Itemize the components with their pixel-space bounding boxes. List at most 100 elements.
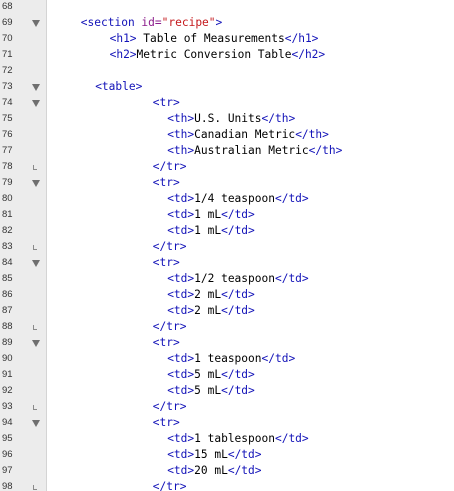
- code-line[interactable]: 98</tr>: [0, 479, 454, 491]
- code-text: <h1> Table of Measurements</h1>: [110, 31, 319, 47]
- html-tag-token: <td>: [167, 224, 195, 237]
- html-tag-token: <td>: [167, 464, 195, 477]
- line-number: 80: [2, 193, 13, 204]
- code-text: </tr>: [153, 319, 187, 335]
- html-tag-token: <td>: [167, 208, 195, 221]
- html-tag-token: </td>: [221, 384, 255, 397]
- code-line[interactable]: 69<section id="recipe">: [0, 15, 454, 31]
- code-line[interactable]: 95<td>1 tablespoon</td>: [0, 431, 454, 447]
- code-line[interactable]: 74<tr>: [0, 95, 454, 111]
- line-number: 97: [2, 465, 13, 476]
- code-line[interactable]: 96 <td>15 mL</td>: [0, 447, 454, 463]
- html-tag-token: </td>: [274, 272, 309, 285]
- code-text: <tr>: [153, 255, 180, 271]
- html-tag-token: <td>: [167, 448, 195, 461]
- code-line[interactable]: 94 <tr>: [0, 415, 454, 431]
- code-line[interactable]: 79<tr>: [0, 175, 454, 191]
- line-number: 87: [2, 305, 13, 316]
- attribute-name-token: id=: [141, 16, 162, 29]
- code-text: <table>: [95, 79, 142, 95]
- attribute-value-token: "recipe": [161, 16, 216, 29]
- code-line[interactable]: 90<td>1 teaspoon</td>: [0, 351, 454, 367]
- fold-triangle-down-icon[interactable]: [29, 95, 43, 111]
- fold-triangle-down-icon[interactable]: [29, 415, 43, 431]
- line-number: 96: [2, 449, 13, 460]
- line-number: 86: [2, 289, 13, 300]
- code-text: <tr>: [153, 415, 180, 431]
- code-line[interactable]: 81<td>1 mL</td>: [0, 207, 454, 223]
- html-tag-token: </td>: [274, 432, 309, 445]
- line-number: 84: [2, 257, 13, 268]
- code-text: <section id="recipe">: [81, 15, 222, 31]
- line-number: 94: [2, 417, 13, 428]
- code-line[interactable]: 97<td>20 mL</td>: [0, 463, 454, 479]
- code-text: <td>15 mL</td>: [167, 447, 261, 463]
- code-line[interactable]: 68: [0, 0, 454, 15]
- code-line[interactable]: 87<td>2 mL</td>: [0, 303, 454, 319]
- code-text: <td>1 mL</td>: [167, 207, 255, 223]
- fold-triangle-down-icon[interactable]: [29, 15, 43, 31]
- code-line[interactable]: 78</tr>: [0, 159, 454, 175]
- line-number: 92: [2, 385, 13, 396]
- line-number: 89: [2, 337, 13, 348]
- html-tag-token: <td>: [167, 288, 195, 301]
- code-line[interactable]: 86 <td>2 mL</td>: [0, 287, 454, 303]
- fold-end-marker-icon: [29, 399, 43, 415]
- code-line[interactable]: 83</tr>: [0, 239, 454, 255]
- fold-triangle-down-icon[interactable]: [29, 175, 43, 191]
- fold-triangle-down-icon[interactable]: [29, 255, 43, 271]
- html-tag-token: <td>: [167, 352, 195, 365]
- code-text: <td>5 mL</td>: [167, 383, 255, 399]
- code-text: <tr>: [153, 95, 180, 111]
- code-line[interactable]: 71<h2>Metric Conversion Table</h2>: [0, 47, 454, 63]
- html-tag-token: </td>: [221, 224, 255, 237]
- line-number: 77: [2, 145, 13, 156]
- text-token: 15 mL: [194, 448, 228, 461]
- code-line[interactable]: 73<table>: [0, 79, 454, 95]
- code-line[interactable]: 72: [0, 63, 454, 79]
- code-line[interactable]: 82<td>1 mL</td>: [0, 223, 454, 239]
- html-tag-token: </td>: [274, 192, 309, 205]
- html-tag-token: </td>: [221, 288, 255, 301]
- code-line[interactable]: 75<th>U.S. Units</th>: [0, 111, 454, 127]
- code-line[interactable]: 85<td>1/2 teaspoon</td>: [0, 271, 454, 287]
- code-text: </tr>: [153, 239, 187, 255]
- text-token: 1 mL: [194, 208, 222, 221]
- html-tag-token: </tr>: [152, 480, 187, 491]
- code-text: <h2>Metric Conversion Table</h2>: [110, 47, 326, 63]
- code-text: <td>2 mL</td>: [167, 287, 255, 303]
- code-text: <tr>: [153, 335, 180, 351]
- code-text: <td>1 tablespoon</td>: [167, 431, 308, 447]
- html-tag-token: <section: [80, 16, 142, 29]
- html-tag-token: >: [215, 16, 223, 29]
- code-line[interactable]: 77 <th>Australian Metric</th>: [0, 143, 454, 159]
- code-line[interactable]: 91<td>5 mL</td>: [0, 367, 454, 383]
- line-number: 68: [2, 1, 13, 12]
- fold-end-marker-icon: [29, 159, 43, 175]
- code-text: </tr>: [153, 159, 187, 175]
- code-line[interactable]: 88</tr>: [0, 319, 454, 335]
- code-line[interactable]: 89 <tr>: [0, 335, 454, 351]
- text-token: 20 mL: [194, 464, 228, 477]
- fold-triangle-down-icon[interactable]: [29, 335, 43, 351]
- html-tag-token: </th>: [295, 128, 329, 141]
- html-tag-token: </th>: [261, 112, 296, 125]
- code-line[interactable]: 80<td>1/4 teaspoon</td>: [0, 191, 454, 207]
- code-text: <th>Australian Metric</th>: [167, 143, 342, 159]
- code-line[interactable]: 70<h1> Table of Measurements</h1>: [0, 31, 454, 47]
- html-tag-token: </tr>: [152, 320, 187, 333]
- code-line[interactable]: 84 <tr>: [0, 255, 454, 271]
- code-text: </tr>: [153, 479, 187, 491]
- code-text: </tr>: [153, 399, 187, 415]
- fold-triangle-down-icon[interactable]: [29, 79, 43, 95]
- code-line[interactable]: 76<th>Canadian Metric</th>: [0, 127, 454, 143]
- code-line[interactable]: 92 <td>5 mL</td>: [0, 383, 454, 399]
- line-number: 76: [2, 129, 13, 140]
- code-text: <td>1 teaspoon</td>: [167, 351, 295, 367]
- text-token: 1 mL: [194, 224, 222, 237]
- html-tag-token: </th>: [308, 144, 343, 157]
- code-line[interactable]: 93</tr>: [0, 399, 454, 415]
- html-tag-token: </td>: [261, 352, 296, 365]
- html-tag-token: <td>: [167, 432, 195, 445]
